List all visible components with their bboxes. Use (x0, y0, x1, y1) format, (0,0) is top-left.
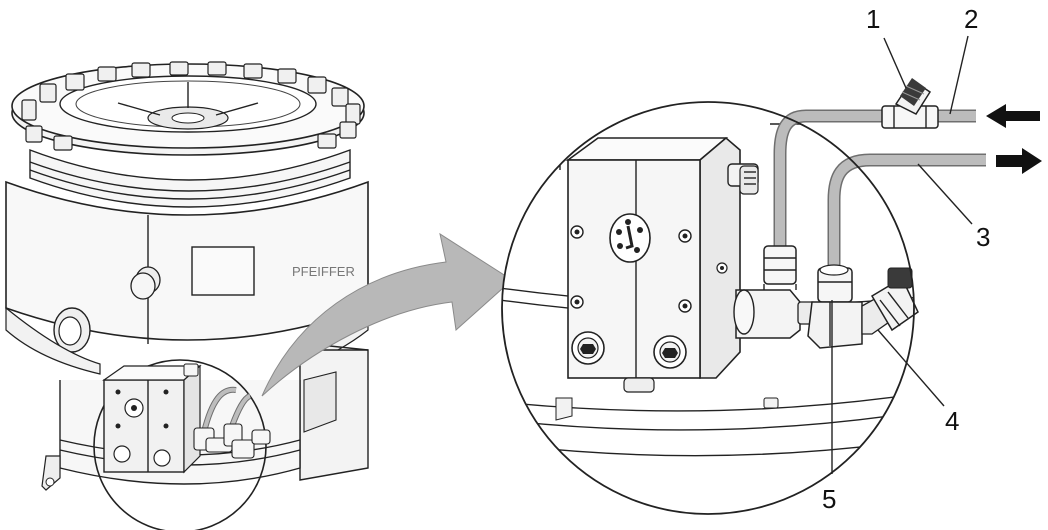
magnify-indicator-arrow (261, 232, 513, 397)
callout-3: 3 (976, 222, 990, 252)
detail-circle (501, 101, 915, 515)
valve-block (565, 136, 759, 393)
block-plugs (571, 331, 687, 393)
callout-4: 4 (945, 406, 959, 436)
inline-filter (881, 78, 939, 129)
block-gland-nut (727, 163, 759, 195)
hose-outlet (827, 153, 986, 268)
leader-line-1 (883, 37, 907, 89)
callout-1: 1 (866, 4, 880, 34)
detail-source-circle (93, 359, 267, 530)
arrow-left-icon (986, 104, 1040, 128)
hose-inlet (773, 109, 976, 246)
valve-assembly-small (102, 363, 271, 474)
leader-line-2 (949, 35, 969, 115)
pump-collar (29, 148, 351, 208)
leader-line-4 (877, 329, 945, 407)
leader-line-3 (917, 163, 973, 225)
arrow-right-icon (996, 148, 1042, 174)
callout-2: 2 (964, 4, 978, 34)
callouts: 1 2 3 4 5 (822, 4, 990, 514)
pump-label-plate (191, 246, 255, 296)
pump-flange (11, 61, 365, 156)
callout-5: 5 (822, 484, 836, 514)
fitting-right-valve (870, 267, 919, 332)
detail-view (501, 78, 1042, 515)
pump-overview: PFEIFFER (5, 61, 369, 530)
pump-knob (130, 266, 161, 300)
pump-motor-block (299, 345, 369, 481)
pump-brand-label: PFEIFFER (292, 264, 355, 279)
fitting-tee-left (733, 245, 817, 339)
flow-indicator-dial (609, 213, 651, 263)
block-bolts (570, 225, 728, 313)
